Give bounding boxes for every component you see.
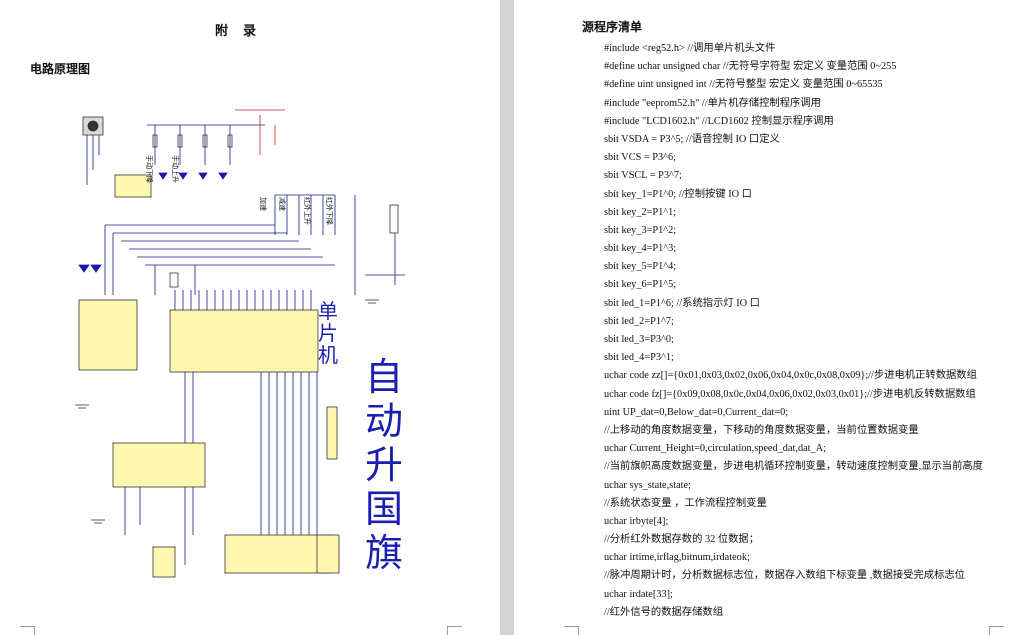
code-line: sbit led_4=P3^1; [604,352,674,364]
code-line: //系统状态变量 ，工作流程控制变量 [604,497,767,509]
code-line: sbit VSCL = P3^7; [604,170,682,182]
mcu-side-label: 单片机 [318,299,338,367]
code-line: uchar irtime,irflag,bitnum,irdateok; [604,552,750,564]
code-line: sbit key_2=P1^1; [604,206,677,218]
code-line: uchar Current_Height=0,circulation,speed… [604,443,826,455]
code-line: //分析红外数据存数的 32 位数据； [604,534,760,546]
code-line: #include "LCD1602.h" //LCD1602 控制显示程序调用 [604,115,834,127]
page-corner-mark [20,626,35,635]
code-line: uint UP_dat=0,Below_dat=0,Current_dat=0; [604,406,789,418]
code-line: sbit VCS = P3^6; [604,152,676,164]
code-line: #include "eeprom52.h" //单片机存储控制程序调用 [604,97,821,109]
code-line: //当前旗帜高度数据变量，步进电机循环控制变量，转动速度控制变量,显示当前高度 [604,461,983,473]
source-title: 源程序清单 [582,20,643,34]
code-line: #include <reg52.h> //调用单片机头文件 [604,43,776,54]
page-corner-mark [564,626,579,635]
switch-label: 减速 [278,197,287,211]
switch-label: 手动上升 [171,155,180,183]
project-side-label: 自动升国旗 [364,355,403,575]
code-line: #define uchar unsigned char //无符号字符型 宏定义… [604,61,897,73]
code-line: #define uint unsigned int //无符号整型 宏定义 变量… [604,79,883,91]
code-line: uchar irbyte[4]; [604,515,669,527]
appendix-title: 附 录 [215,24,258,39]
circuit-schematic: 手动下降 手动上升 加速 减速 红外上升 红外下降 [75,109,405,578]
code-line: sbit led_2=P1^7; [604,315,674,327]
page-corner-mark [447,626,462,635]
code-line: sbit led_3=P3^0; [604,334,674,345]
page-corner-mark [989,626,1004,635]
code-line: sbit VSDA = P3^5; //语音控制 IO 口定义 [604,133,780,145]
code-line: //脉冲周期计时，分析数据标志位，数据存入数组下标变量 ,数据接受完成标志位 [604,570,965,582]
code-line: sbit key_5=P1^4; [604,261,677,273]
code-line: sbit key_3=P1^2; [604,224,677,236]
switch-label: 红外上升 [303,197,312,225]
switch-label: 手动下降 [145,155,154,183]
code-line: uchar sys_state,state; [604,479,691,491]
switch-label: 加速 [259,197,268,211]
code-line: sbit key_6=P1^5; [604,279,677,291]
code-line: sbit key_4=P1^3; [604,243,677,255]
code-line: sbit key_1=P1^0; //控制按键 IO 口 [604,188,752,200]
code-line: sbit led_1=P1^6; //系统指示灯 IO 口 [604,297,760,309]
left-page: 附 录 电路原理图 [0,0,500,635]
switch-label: 红外下降 [325,197,334,225]
code-line: uchar code fz[]={0x09,0x08,0x0c,0x04,0x0… [604,388,976,400]
code-line: uchar code zz[]={0x01,0x03,0x02,0x06,0x0… [604,370,977,382]
right-page: 源程序清单 #include <reg52.h> //调用单片机头文件 #defi… [514,0,1024,635]
code-line: uchar irdate[33]; [604,588,673,600]
code-line: //红外信号的数据存储数组 [604,606,723,618]
circuit-title: 电路原理图 [30,62,91,76]
source-code-listing: #include <reg52.h> //调用单片机头文件 #define uch… [604,40,1019,622]
code-line: //上移动的角度数据变量，下移动的角度数据变量，当前位置数据变量 [604,424,919,436]
